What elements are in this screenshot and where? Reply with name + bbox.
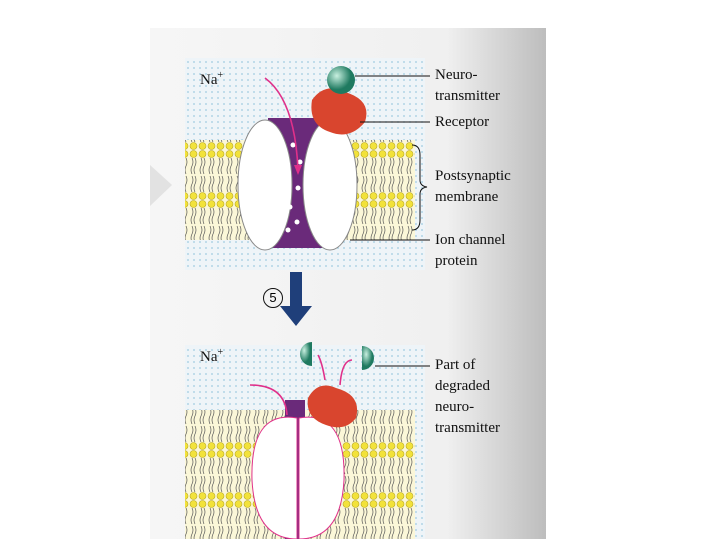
ion-channel-subunit-left <box>237 119 293 251</box>
faint-arrow-icon <box>150 165 172 206</box>
label-line: transmitter <box>435 88 500 104</box>
ion-channel-subunit-right <box>302 119 358 251</box>
ion-name: Na <box>200 72 218 88</box>
label-line: protein <box>435 253 478 269</box>
label-line: degraded <box>435 378 490 394</box>
degraded-neurotransmitter-right <box>362 346 374 370</box>
ion-channel-subunit-left-closed <box>251 416 298 539</box>
step-arrow-icon <box>280 272 312 326</box>
sodium-label-top: Na+ <box>200 70 223 89</box>
label-degraded-neurotransmitter: Part of degraded neuro- transmitter <box>435 355 500 439</box>
label-ion-channel: Ion channel protein <box>435 230 505 272</box>
bottom-panel <box>185 342 430 539</box>
label-receptor: Receptor <box>435 114 490 130</box>
leader-lines <box>350 75 430 241</box>
neurotransmitter <box>327 66 355 94</box>
label-line: Postsynaptic <box>435 168 511 184</box>
receptor <box>311 88 367 135</box>
label-line: membrane <box>435 189 499 205</box>
ion-flow-arrow <box>264 77 299 171</box>
label-line: Part of <box>435 357 476 373</box>
label-line: transmitter <box>435 420 500 436</box>
release-arrows <box>249 354 353 416</box>
receptor-bottom <box>307 385 358 428</box>
label-neurotransmitter: Neuro- transmitter <box>435 65 500 107</box>
degraded-neurotransmitter-left <box>300 342 312 366</box>
label-line: neuro- <box>435 399 475 415</box>
ion-charge: + <box>217 347 224 358</box>
step-number: 5 <box>263 288 283 308</box>
sodium-ions <box>284 142 303 233</box>
sodium-label-bottom: Na+ <box>200 347 223 366</box>
label-line: Ion channel <box>435 232 506 248</box>
ion-charge: + <box>217 70 224 81</box>
label-line: Neuro- <box>435 67 478 83</box>
ion-name: Na <box>200 349 218 365</box>
label-membrane: Postsynaptic membrane <box>435 166 511 208</box>
top-panel <box>185 58 430 270</box>
